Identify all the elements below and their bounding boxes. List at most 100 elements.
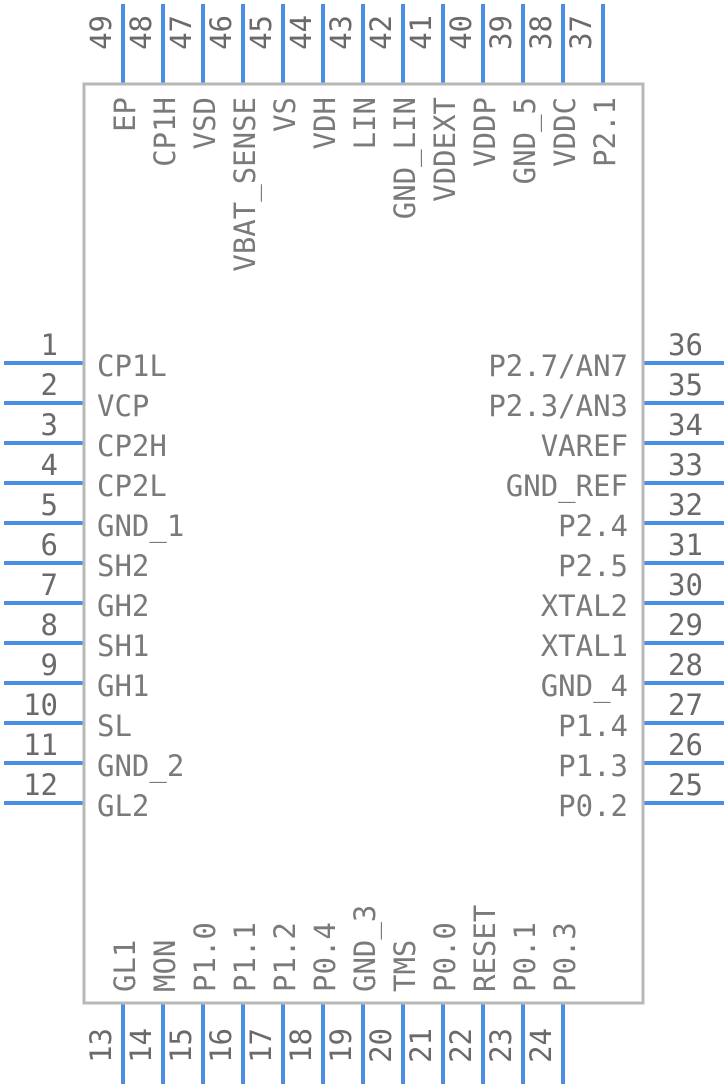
pin-number-10: 10 [23, 688, 58, 722]
pin-number-46: 46 [204, 15, 238, 50]
pin-number-21: 21 [404, 1028, 438, 1063]
pin-number-47: 47 [164, 15, 198, 50]
pin-number-32: 32 [668, 488, 703, 522]
pin-number-42: 42 [364, 15, 398, 50]
pin-label-2: VCP [97, 389, 149, 423]
pin-number-45: 45 [244, 15, 278, 50]
pin-number-12: 12 [23, 768, 58, 802]
pin-label-28: GND_4 [541, 669, 628, 704]
pin-number-4: 4 [41, 448, 58, 482]
pin-label-41: VDDEXT [428, 97, 462, 202]
pin-number-8: 8 [41, 608, 58, 642]
pin-label-3: CP2H [97, 429, 167, 463]
pin-label-38: VDDC [548, 97, 582, 167]
pin-number-19: 19 [324, 1028, 358, 1063]
pin-label-42: GND_LIN [388, 97, 423, 219]
pin-number-30: 30 [668, 568, 703, 602]
pin-number-31: 31 [668, 528, 703, 562]
pin-number-16: 16 [204, 1028, 238, 1063]
pin-number-11: 11 [23, 728, 58, 762]
pin-label-20: TMS [388, 940, 422, 992]
pin-number-13: 13 [84, 1028, 118, 1063]
pin-label-11: GND_2 [97, 749, 184, 784]
ic-body [82, 82, 645, 1005]
pin-number-14: 14 [124, 1028, 158, 1063]
pin-label-40: VDDP [468, 97, 502, 167]
pin-number-36: 36 [668, 328, 703, 362]
pin-label-27: P1.4 [558, 709, 628, 743]
pin-number-20: 20 [364, 1028, 398, 1063]
pin-label-32: P2.4 [558, 509, 628, 543]
pin-label-49: EP [108, 97, 142, 132]
pin-number-17: 17 [244, 1028, 278, 1063]
pin-number-23: 23 [484, 1028, 518, 1063]
pin-label-5: GND_1 [97, 509, 184, 544]
pin-lines [4, 4, 724, 1084]
pin-label-36: P2.7/AN7 [488, 349, 628, 383]
pin-label-4: CP2L [97, 469, 167, 503]
pin-label-7: GH2 [97, 589, 149, 623]
pin-label-37: P2.1 [588, 97, 622, 167]
pin-label-30: XTAL2 [541, 589, 628, 623]
pin-label-15: P1.0 [188, 922, 222, 992]
pin-label-25: P0.2 [558, 789, 628, 823]
pin-label-1: CP1L [97, 349, 167, 383]
pin-number-28: 28 [668, 648, 703, 682]
pin-number-41: 41 [404, 15, 438, 50]
pin-label-48: CP1H [148, 97, 182, 167]
pin-label-26: P1.3 [558, 749, 628, 783]
pin-number-44: 44 [284, 15, 318, 50]
pin-number-25: 25 [668, 768, 703, 802]
pin-label-17: P1.2 [268, 922, 302, 992]
pin-label-35: P2.3/AN3 [488, 389, 628, 423]
pin-number-22: 22 [444, 1028, 478, 1063]
pin-label-23: P0.1 [508, 922, 542, 992]
pin-number-40: 40 [444, 15, 478, 50]
pin-label-29: XTAL1 [541, 629, 628, 663]
pin-number-7: 7 [41, 568, 58, 602]
pin-number-24: 24 [524, 1028, 558, 1063]
pin-label-16: P1.1 [228, 922, 262, 992]
pin-number-9: 9 [41, 648, 58, 682]
pin-label-21: P0.0 [428, 922, 462, 992]
pin-number-6: 6 [41, 528, 58, 562]
pin-number-1: 1 [41, 328, 58, 362]
pin-number-37: 37 [564, 15, 598, 50]
pin-label-22: RESET [468, 905, 502, 992]
pin-label-34: VAREF [541, 429, 628, 463]
pin-label-45: VS [268, 97, 302, 132]
pin-label-14: MON [148, 940, 182, 992]
pin-number-33: 33 [668, 448, 703, 482]
pin-label-24: P0.3 [548, 922, 582, 992]
pin-label-33: GND_REF [506, 469, 628, 504]
pin-number-2: 2 [41, 368, 58, 402]
pin-number-34: 34 [668, 408, 703, 442]
pin-number-49: 49 [84, 15, 118, 50]
pin-number-3: 3 [41, 408, 58, 442]
pin-label-46: VBAT_SENSE [228, 97, 263, 272]
pin-label-9: GH1 [97, 669, 149, 703]
pin-label-44: VDH [308, 97, 342, 149]
pin-number-26: 26 [668, 728, 703, 762]
pin-label-6: SH2 [97, 549, 149, 583]
pin-label-31: P2.5 [558, 549, 628, 583]
pin-label-10: SL [97, 709, 132, 743]
pin-label-39: GND_5 [508, 97, 543, 184]
pin-label-8: SH1 [97, 629, 149, 663]
pin-number-43: 43 [324, 15, 358, 50]
pin-number-5: 5 [41, 488, 58, 522]
pin-number-35: 35 [668, 368, 703, 402]
pin-label-12: GL2 [97, 789, 149, 823]
pin-number-15: 15 [164, 1028, 198, 1063]
pin-label-18: P0.4 [308, 922, 342, 992]
pin-label-47: VSD [188, 97, 222, 149]
pin-label-13: GL1 [108, 940, 142, 992]
pin-number-27: 27 [668, 688, 703, 722]
pin-label-43: LIN [348, 97, 382, 149]
pin-number-29: 29 [668, 608, 703, 642]
pin-number-38: 38 [524, 15, 558, 50]
pin-number-39: 39 [484, 15, 518, 50]
pin-label-19: GND_3 [348, 905, 383, 992]
